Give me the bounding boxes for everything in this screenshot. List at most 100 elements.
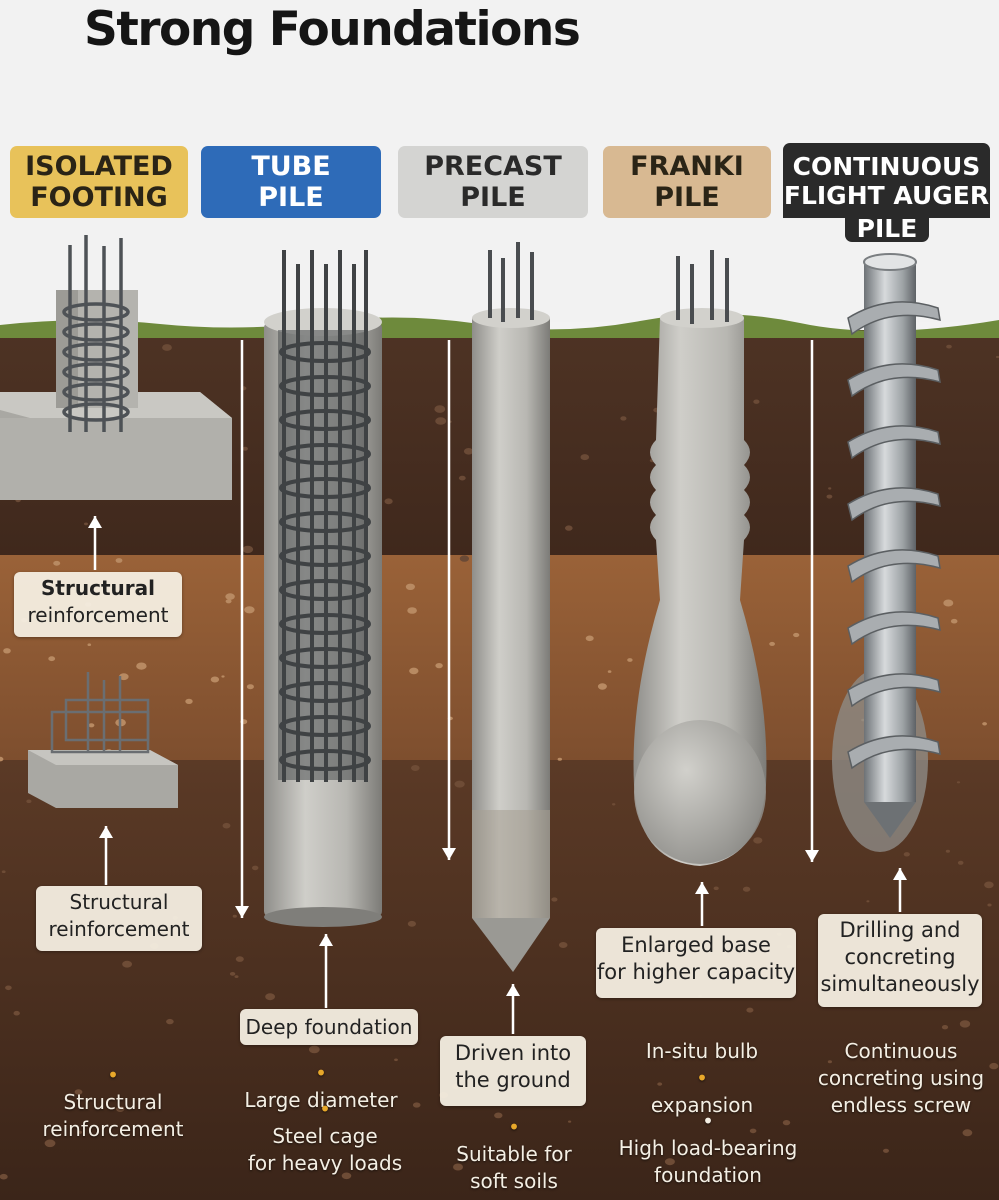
- bullet-dot-icon: •: [508, 1115, 520, 1139]
- precast-pile: [472, 242, 550, 972]
- pebble: [235, 956, 244, 962]
- callout-enlarged-base: Enlarged base for higher capacity: [596, 928, 796, 998]
- note-text: expansion: [650, 1093, 754, 1117]
- pebble: [225, 599, 232, 604]
- pebble: [265, 993, 275, 1001]
- pebble: [221, 675, 225, 678]
- pebble: [435, 417, 447, 425]
- pebble: [984, 881, 994, 889]
- pebble: [782, 1120, 791, 1126]
- pebble: [828, 487, 832, 490]
- pebble: [242, 545, 254, 554]
- note-line: foundation: [654, 1163, 762, 1187]
- note-tube-cage: • Steel cage for heavy loads: [230, 1096, 420, 1177]
- pebble: [793, 632, 800, 638]
- note-franki-bulb: In-situ bulb • expansion: [614, 1038, 790, 1119]
- callout-deep-foundation: Deep foundation: [240, 1009, 418, 1045]
- note-precast: • Suitable for soft soils: [438, 1114, 590, 1195]
- badge-franki-pile: FRANKI PILE: [603, 146, 771, 218]
- pebble: [252, 865, 259, 871]
- pebble: [122, 960, 132, 968]
- pebble: [411, 765, 420, 771]
- note-text: Suitable for: [456, 1142, 572, 1166]
- pebble: [0, 756, 4, 762]
- pebble: [77, 1130, 83, 1135]
- pebble: [454, 780, 465, 788]
- callout-line: the ground: [455, 1068, 571, 1092]
- note-line: • Large diameter: [226, 1060, 416, 1114]
- page-title: Strong Foundations: [84, 2, 581, 57]
- note-line: • Steel cage: [230, 1096, 420, 1150]
- arrow-up-icon: [319, 934, 333, 1008]
- badge-cfa-pile-tab: PILE: [845, 216, 929, 242]
- pebble: [341, 1172, 352, 1180]
- stirrup-ring: [279, 375, 371, 397]
- stirrup-ring: [279, 477, 371, 499]
- pebble: [597, 683, 607, 690]
- badge-line: FOOTING: [30, 182, 168, 213]
- pebble: [557, 757, 562, 761]
- pebble: [742, 886, 751, 892]
- stirrup-ring: [279, 409, 371, 431]
- badge-line: PILE: [460, 182, 526, 213]
- pebble: [565, 525, 573, 531]
- pebble: [234, 975, 239, 978]
- arrows: [88, 340, 907, 1034]
- pebble: [13, 1010, 20, 1016]
- badge-line: ISOLATED: [25, 151, 173, 182]
- stirrup-ring: [279, 545, 371, 567]
- pebble: [394, 1058, 398, 1062]
- pebble: [826, 494, 833, 499]
- pebble: [463, 448, 474, 455]
- pebble: [664, 1158, 675, 1166]
- note-line: • High load-bearing: [606, 1108, 810, 1162]
- pebble: [74, 1089, 83, 1095]
- pebble: [551, 897, 558, 902]
- pebble: [883, 1148, 889, 1153]
- pebble: [987, 903, 992, 907]
- pebble: [116, 1106, 125, 1112]
- pebble: [769, 641, 775, 646]
- auger-flight: [847, 673, 941, 708]
- note-text: Structural: [63, 1090, 163, 1114]
- callout-structural-reinforcement-2: Structural reinforcement: [36, 886, 202, 951]
- pebble: [494, 1112, 503, 1119]
- pebble: [956, 781, 961, 784]
- pebble: [657, 1082, 663, 1086]
- pebble: [753, 837, 763, 844]
- pebble: [53, 560, 61, 566]
- pebble: [0, 1173, 8, 1180]
- callout-line: Driven into: [454, 1041, 572, 1065]
- pebble: [827, 1060, 833, 1064]
- auger-flight: [847, 549, 941, 584]
- pebble: [453, 1163, 463, 1171]
- callout-line: Enlarged base: [621, 933, 771, 957]
- badge-precast-pile: PRECAST PILE: [398, 146, 588, 218]
- note-isolated: • Structural reinforcement: [30, 1062, 196, 1143]
- pebble: [1, 870, 6, 873]
- stirrup-ring: [279, 681, 371, 703]
- pebble: [225, 593, 235, 600]
- pebble: [434, 405, 446, 413]
- franki-pile: [633, 250, 767, 866]
- pebble: [989, 1062, 999, 1070]
- note-line: endless screw: [830, 1093, 972, 1117]
- stirrup-ring: [279, 715, 371, 737]
- badge-line: PILE: [258, 182, 324, 213]
- pebble: [941, 1025, 949, 1030]
- pebble: [405, 583, 415, 590]
- pebble: [607, 670, 612, 673]
- pebble: [384, 498, 393, 505]
- auger-flight: [847, 487, 941, 522]
- pebble: [753, 399, 760, 404]
- note-line: soft soils: [470, 1169, 558, 1193]
- pebble: [580, 454, 590, 461]
- note-line: • expansion: [614, 1065, 790, 1119]
- badge-line: CONTINUOUS: [792, 151, 981, 181]
- callout-line: Structural: [69, 890, 169, 914]
- note-line: Continuous: [844, 1039, 958, 1063]
- callout-structural-reinforcement-1: Structural reinforcement: [14, 572, 182, 637]
- badge-line: FLIGHT AUGER: [783, 180, 990, 210]
- badge-line: PRECAST: [424, 151, 562, 182]
